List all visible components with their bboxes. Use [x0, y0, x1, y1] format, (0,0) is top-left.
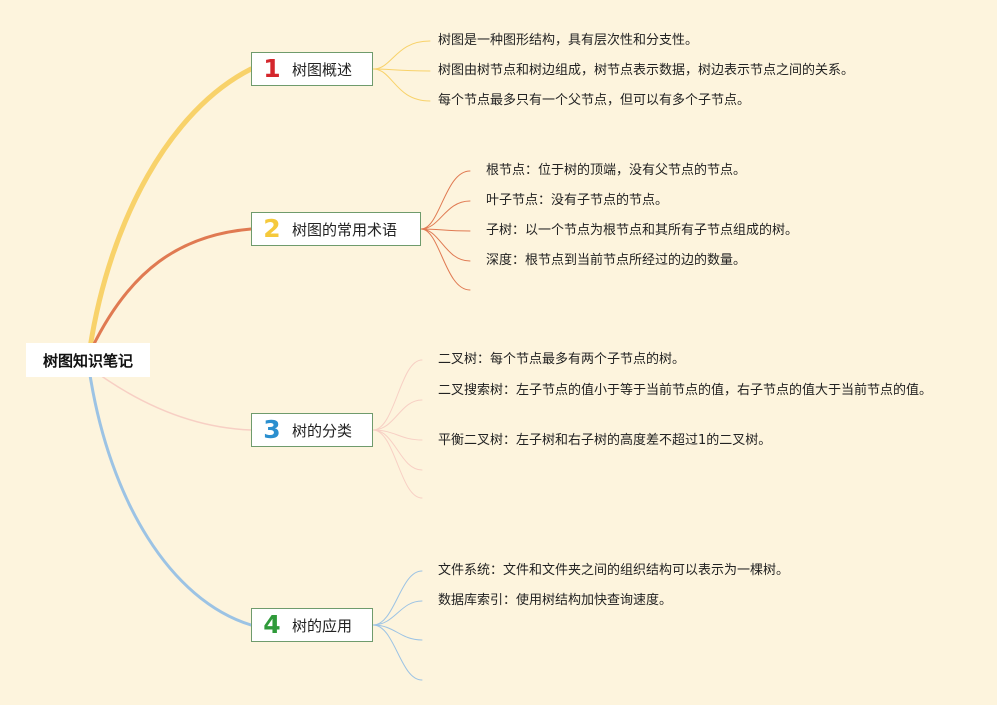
branch-node-2[interactable]: 2 树图的常用术语: [251, 212, 421, 246]
branch-node-4[interactable]: 4 树的应用: [251, 608, 373, 642]
leaf-4-2[interactable]: 数据库索引：使用树结构加快查询速度。: [438, 593, 673, 608]
leaf-1-2[interactable]: 树图由树节点和树边组成，树节点表示数据，树边表示节点之间的关系。: [438, 63, 855, 78]
branch-number-2: 2: [263, 214, 281, 243]
leaf-4-1[interactable]: 文件系统：文件和文件夹之间的组织结构可以表示为一棵树。: [438, 563, 790, 578]
link-4-2: [372, 600, 423, 626]
branch-label-3: 树的分类: [292, 421, 353, 440]
link-root-branch-3: [99, 374, 252, 431]
link-1-2: [372, 68, 431, 72]
link-root-branch-1: [87, 66, 254, 351]
leaf-2-4[interactable]: 深度：根节点到当前节点所经过的边的数量。: [486, 253, 747, 268]
leaf-1-3[interactable]: 每个节点最多只有一个父节点，但可以有多个子节点。: [438, 93, 751, 108]
leaf-2-1[interactable]: 根节点：位于树的顶端，没有父节点的节点。: [486, 163, 747, 178]
branch-label-2: 树图的常用术语: [292, 220, 398, 239]
root-title: 树图知识笔记: [42, 351, 133, 370]
leaf-1-1[interactable]: 树图是一种图形结构，具有层次性和分支性。: [438, 33, 699, 48]
branch-number-3: 3: [263, 415, 281, 444]
link-3-4: [372, 429, 423, 471]
link-3-2: [372, 399, 423, 431]
link-2-4: [420, 228, 471, 262]
link-4-3: [372, 624, 423, 641]
link-4-1: [372, 570, 423, 626]
root-node[interactable]: 树图知识笔记: [26, 343, 150, 377]
branch-number-1: 1: [263, 54, 281, 83]
leaf-3-2[interactable]: 二叉搜索树：左子节点的值小于等于当前节点的值，右子节点的值大于当前节点的值。: [438, 383, 933, 398]
link-1-1: [372, 40, 431, 70]
leaf-2-3[interactable]: 子树：以一个节点为根节点和其所有子节点组成的树。: [486, 223, 799, 238]
link-4-4: [372, 624, 423, 681]
link-3-1: [372, 359, 423, 431]
leaf-3-3[interactable]: 平衡二叉树：左子树和右子树的高度差不超过1的二叉树。: [438, 433, 772, 448]
link-1-3: [372, 68, 431, 102]
link-2-3: [420, 228, 471, 232]
branch-node-1[interactable]: 1 树图概述: [251, 52, 373, 86]
leaf-3-1[interactable]: 二叉树：每个节点最多有两个子节点的树。: [438, 352, 686, 367]
branch-label-1: 树图概述: [292, 60, 353, 79]
link-2-2: [420, 200, 471, 230]
link-2-1: [420, 170, 471, 230]
branch-label-4: 树的应用: [292, 616, 353, 635]
link-3-5: [372, 429, 423, 499]
link-root-branch-4: [88, 373, 253, 627]
branch-node-3[interactable]: 3 树的分类: [251, 413, 373, 447]
link-root-branch-2: [90, 227, 253, 350]
link-2-5: [420, 228, 471, 291]
leaf-2-2[interactable]: 叶子节点：没有子节点的节点。: [486, 193, 669, 208]
branch-number-4: 4: [263, 610, 281, 639]
